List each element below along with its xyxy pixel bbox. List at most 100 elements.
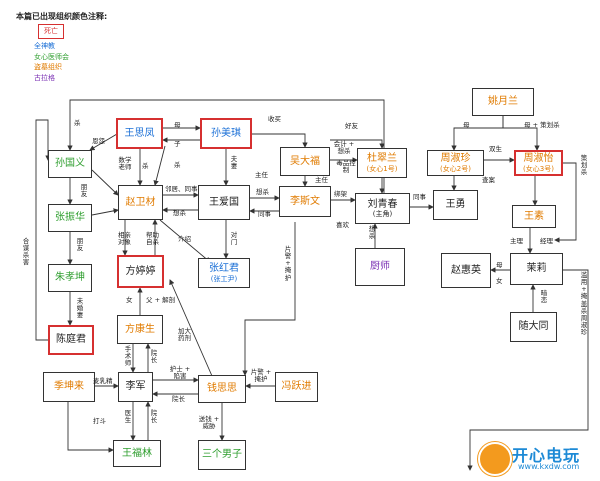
edge-label: 同事 xyxy=(258,210,271,218)
node-sun-guoyi-name: 孙国义 xyxy=(55,158,85,170)
node-du-cuilan: 杜翠兰 (女心1号) xyxy=(357,148,407,178)
node-zhou-shuyi-sub: (女心3号) xyxy=(523,164,554,173)
node-wang-fulin-name: 王福林 xyxy=(122,447,152,459)
node-zhao-huiying: 赵惠英 xyxy=(441,253,491,288)
edge-label: 女 xyxy=(496,277,503,285)
node-du-cuilan-name: 杜翠兰 xyxy=(367,153,397,165)
edge-label: 母 xyxy=(463,121,470,129)
node-zhao-weicai: 赵卫材 xyxy=(118,185,163,220)
edge-label: 片警 + 掩护 xyxy=(250,368,272,384)
node-liu-qingchun-sub: (主角) xyxy=(372,210,393,219)
node-fang-tingting-name: 方婷婷 xyxy=(125,265,156,277)
edge-label: 母 + 策划杀 xyxy=(524,121,560,129)
node-zhou-shuzhen: 周淑珍 (女心2号) xyxy=(427,150,484,176)
node-wang-yong-name: 王勇 xyxy=(445,199,466,211)
node-wang-su: 王素 xyxy=(512,205,556,228)
node-zhou-shuzhen-sub: (女心2号) xyxy=(440,164,471,173)
node-sun-meiqi-name: 孙美琪 xyxy=(211,127,241,139)
node-yao-yuelan: 姚月兰 xyxy=(472,88,534,116)
edge-label: 母 xyxy=(174,121,181,129)
legend-dead-box: 死亡 xyxy=(38,24,64,39)
node-chushi-name: 厨师 xyxy=(370,261,390,273)
edge-label: 片警 + 掩护 xyxy=(284,245,292,282)
node-li-jun-name: 李军 xyxy=(125,381,146,393)
node-yao-yuelan-name: 姚月兰 xyxy=(488,96,518,108)
node-zhang-hongjun: 张红君 (张工尹) xyxy=(198,258,250,288)
node-wu-dafu-name: 吴大福 xyxy=(290,155,320,167)
edge-label: 加大药剂 xyxy=(178,327,191,343)
node-wu-dafu: 吴大福 xyxy=(280,147,330,176)
legend-item-gulage: 古拉格 xyxy=(34,74,55,82)
node-du-cuilan-sub: (女心1号) xyxy=(366,164,398,173)
edge-label: 夫妻 xyxy=(230,155,238,171)
edge-label: 想杀 xyxy=(173,209,186,217)
edge-label: 策划杀 xyxy=(580,154,588,177)
edge-label: 院长 xyxy=(150,409,158,425)
legend-item-daomu: 盗墓组织 xyxy=(34,63,62,71)
edge-label: 未婚妻 xyxy=(76,297,84,320)
legend-title: 本篇已出现组织颜色注释: xyxy=(16,12,108,21)
node-wang-aiguo: 王爱国 xyxy=(198,185,250,220)
node-wang-fulin: 王福林 xyxy=(113,440,161,467)
node-li-siwen: 李斯文 xyxy=(279,186,331,217)
edge-label: 好友 xyxy=(345,122,358,130)
node-sui-datong-name: 随大同 xyxy=(518,321,549,333)
edge-label: 送钱 + 威胁 xyxy=(198,415,220,431)
edge-label: 合谋杀害 xyxy=(22,237,30,267)
edge-label: 子 xyxy=(174,140,181,148)
node-qian-sisi-name: 钱思思 xyxy=(207,383,237,395)
legend-item-nvxin: 女心医师会 xyxy=(34,53,69,61)
node-sun-guoyi: 孙国义 xyxy=(48,150,92,178)
node-zhao-weicai-name: 赵卫材 xyxy=(125,196,156,208)
edge-label: 相亲对象 xyxy=(118,231,131,247)
edge-label: 想杀 xyxy=(256,188,269,196)
edge-label: 滥用 + 掩盖杀周淑珍 xyxy=(580,271,588,337)
node-li-jun: 李军 xyxy=(118,372,153,402)
edge-label: 朋友 xyxy=(80,183,88,199)
node-zhou-shuyi-name: 周淑怡 xyxy=(523,153,554,165)
edge-label: 双生 xyxy=(489,145,502,153)
node-chushi: 厨师 xyxy=(355,248,405,286)
node-ji-kunlai-name: 季坤来 xyxy=(54,381,84,393)
node-liu-qingchun: 刘青春 (主角) xyxy=(355,193,410,224)
node-li-siwen-name: 李斯文 xyxy=(290,195,320,207)
node-sui-datong: 随大同 xyxy=(510,312,557,342)
edge-label: 杀 xyxy=(174,161,181,169)
node-zhang-hongjun-name: 张红君 xyxy=(209,263,239,275)
edge-label: 经理 xyxy=(540,237,553,245)
edge-label: 护士 + 陷害 xyxy=(169,365,191,381)
edge-label: 暗恋 xyxy=(540,289,548,305)
edge-label: 父 + 解剖 xyxy=(146,296,176,304)
edge-label: 喜欢 xyxy=(336,221,349,229)
node-liu-qingchun-name: 刘青春 xyxy=(367,198,398,210)
edge-label: 想杀 xyxy=(368,225,376,241)
edge-label: 数学老师 xyxy=(118,156,132,172)
edge-label: 杀 xyxy=(74,119,81,127)
node-zhang-zhenhua-name: 张振华 xyxy=(55,212,85,224)
node-ji-kunlai: 季坤来 xyxy=(43,372,95,402)
edge-label: 医生 xyxy=(124,409,132,425)
site-watermark: 开心电玩 www.kxdw.com xyxy=(478,440,596,478)
edge-label: 母 xyxy=(496,261,503,269)
node-sun-meiqi: 孙美琪 xyxy=(200,118,252,149)
edge-label: 邻居、同事 xyxy=(165,185,198,193)
node-san-nanzi: 三个男子 xyxy=(198,440,246,470)
edge-label: 主任 xyxy=(255,171,268,179)
node-wang-aiguo-name: 王爱国 xyxy=(209,196,239,208)
edge-label: 麦乳精 xyxy=(93,377,113,385)
edge-label: 院长 xyxy=(172,395,185,403)
edge-label: 主任 xyxy=(315,176,328,184)
edge-label: 打斗 xyxy=(93,417,106,425)
node-wang-sifeng: 王思凤 xyxy=(116,118,163,149)
edge-label: 帮助自杀 xyxy=(146,231,159,247)
node-zhang-zhenhua: 张振华 xyxy=(48,204,92,232)
node-feng-yuejin: 冯跃进 xyxy=(275,372,318,402)
node-zhou-shuyi: 周淑怡 (女心3号) xyxy=(514,150,563,176)
edge-label: 毒品控制 xyxy=(336,159,356,175)
legend-item-quanshen: 全神教 xyxy=(34,42,55,50)
node-zhang-hongjun-sub: (张工尹) xyxy=(210,274,238,283)
node-zhu-xiaokun-name: 朱孝坤 xyxy=(55,272,85,284)
node-moli-name: 茉莉 xyxy=(526,263,547,275)
edge-label: 介绍 xyxy=(178,235,191,243)
